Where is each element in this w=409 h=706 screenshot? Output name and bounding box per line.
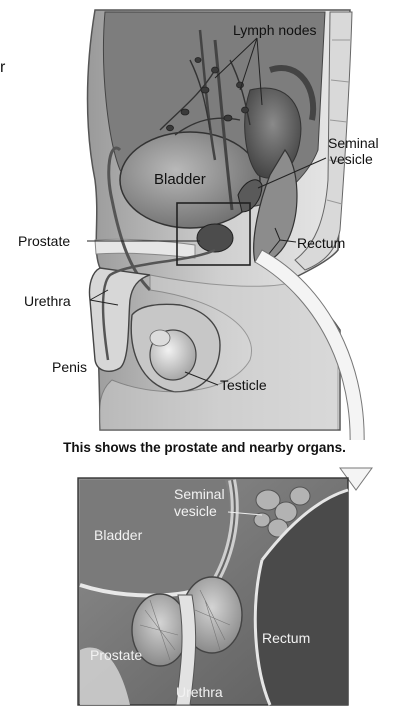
inset-seminal-vesicle — [254, 487, 310, 537]
label-prostate: Prostate — [18, 233, 70, 249]
inset-label-bladder: Bladder — [94, 527, 143, 543]
label-seminal-vesicle-line2: vesicle — [330, 151, 373, 167]
inset-label-urethra: Urethra — [176, 684, 223, 700]
inset-prostate-left-lobe — [132, 594, 188, 666]
label-rectum: Rectum — [297, 235, 345, 251]
svg-text:r: r — [0, 59, 6, 76]
label-lymph-nodes: Lymph nodes — [233, 22, 317, 38]
inset-urethra — [176, 595, 196, 705]
inset-label-seminal-vesicle-line2: vesicle — [174, 503, 217, 519]
figure-caption: This shows the prostate and nearby organ… — [0, 440, 409, 455]
inset-leader-seminal-vesicle — [228, 512, 262, 515]
inset-prostate-right-lobe — [182, 577, 242, 653]
inset-panel: Seminal vesicle Bladder Prostate Rectum … — [78, 478, 348, 705]
label-testicle: Testicle — [220, 377, 267, 393]
overview-illustration: Lymph nodes Seminal vesicle Bladder Pros… — [0, 0, 409, 440]
inset-label-rectum: Rectum — [262, 630, 310, 646]
prostate — [197, 224, 233, 252]
label-urethra: Urethra — [24, 293, 71, 309]
inset-bladder — [80, 480, 230, 596]
inset-label-prostate: Prostate — [90, 647, 142, 663]
inset-label-seminal-vesicle-line1: Seminal — [174, 486, 225, 502]
label-bladder: Bladder — [154, 171, 206, 188]
label-seminal-vesicle-line1: Seminal — [328, 135, 379, 151]
label-penis: Penis — [52, 359, 87, 375]
inset-rectum — [255, 490, 348, 705]
